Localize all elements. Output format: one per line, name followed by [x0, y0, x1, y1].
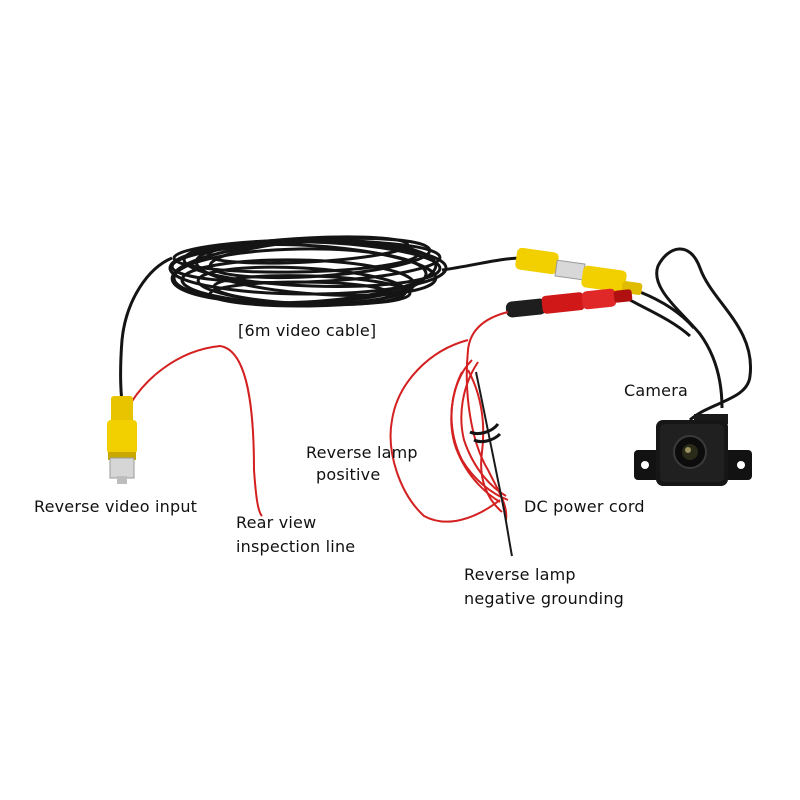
dc-power-connector	[505, 288, 633, 318]
dc-lead-cable	[629, 298, 691, 338]
camera-label: Camera	[624, 381, 688, 400]
rear-view-label-line1: Rear view	[236, 513, 317, 532]
video-cable-coil	[168, 235, 448, 308]
camera-video-connector	[515, 247, 643, 295]
camera-to-connectors-cable	[639, 290, 696, 329]
camera-body	[634, 414, 752, 486]
reverse-lamp-positive-wire	[389, 339, 501, 523]
reverse-lamp-negative-label-line1: Reverse lamp	[464, 565, 576, 584]
rear-view-label-line2: inspection line	[236, 537, 356, 556]
dc-power-cord-label: DC power cord	[524, 497, 645, 516]
reverse-video-input-connector	[107, 396, 137, 484]
rear-view-inspection-wire	[121, 344, 263, 517]
video-cable-left-lead	[119, 256, 173, 403]
video-cable-label: [6m video cable]	[238, 321, 377, 340]
camera-cable-loop	[655, 247, 753, 422]
reverse-lamp-positive-label-line1: Reverse lamp	[306, 443, 418, 462]
video-cable-right-lead	[441, 256, 523, 272]
reverse-lamp-negative-label-line2: negative grounding	[464, 589, 625, 608]
cable-tie	[469, 423, 502, 444]
reverse-lamp-negative-wire	[475, 371, 513, 557]
reverse-video-input-label: Reverse video input	[34, 497, 198, 516]
reverse-lamp-positive-label-line2: positive	[316, 465, 381, 484]
